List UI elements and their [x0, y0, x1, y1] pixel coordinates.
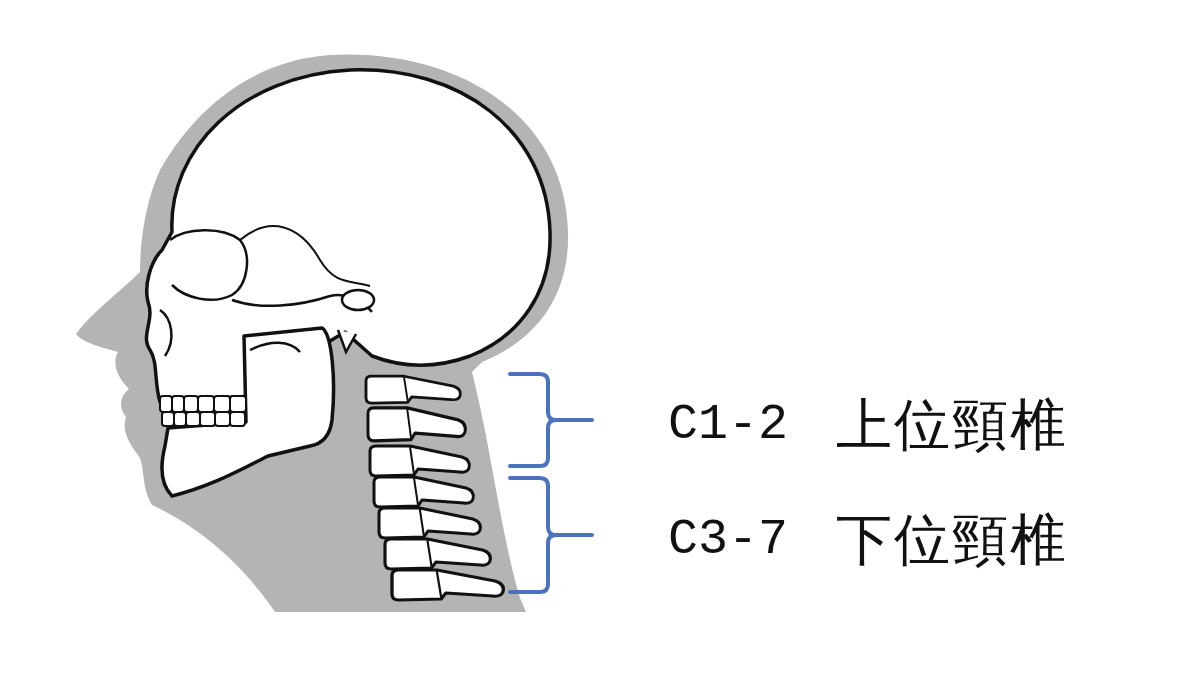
segment-range: C1-2: [668, 400, 788, 450]
vertebra: [366, 376, 460, 403]
bracket: [510, 478, 592, 592]
segment-range: C3-7: [668, 515, 788, 565]
vertebra: [379, 508, 480, 538]
temporal-line: [240, 226, 370, 286]
vertebra: [392, 570, 503, 600]
cervical-spine: [366, 376, 503, 600]
head-silhouette: [76, 54, 568, 612]
vertebra: [385, 539, 490, 569]
segment-name: 下位頸椎: [836, 512, 1068, 568]
vertebra: [370, 446, 469, 476]
ear-canal: [342, 290, 374, 310]
coronoid-process: [250, 343, 300, 352]
vertebra: [374, 477, 473, 507]
eye-orbit: [170, 230, 247, 300]
vertebra: [368, 408, 465, 441]
lower-teeth: [162, 412, 245, 426]
cranium: [146, 70, 550, 402]
upper-teeth: [160, 396, 246, 412]
bracket: [510, 374, 592, 466]
segment-name: 上位頸椎: [836, 397, 1068, 453]
mastoid: [338, 330, 356, 352]
nasal-aperture: [160, 310, 171, 356]
mandible: [162, 328, 334, 496]
